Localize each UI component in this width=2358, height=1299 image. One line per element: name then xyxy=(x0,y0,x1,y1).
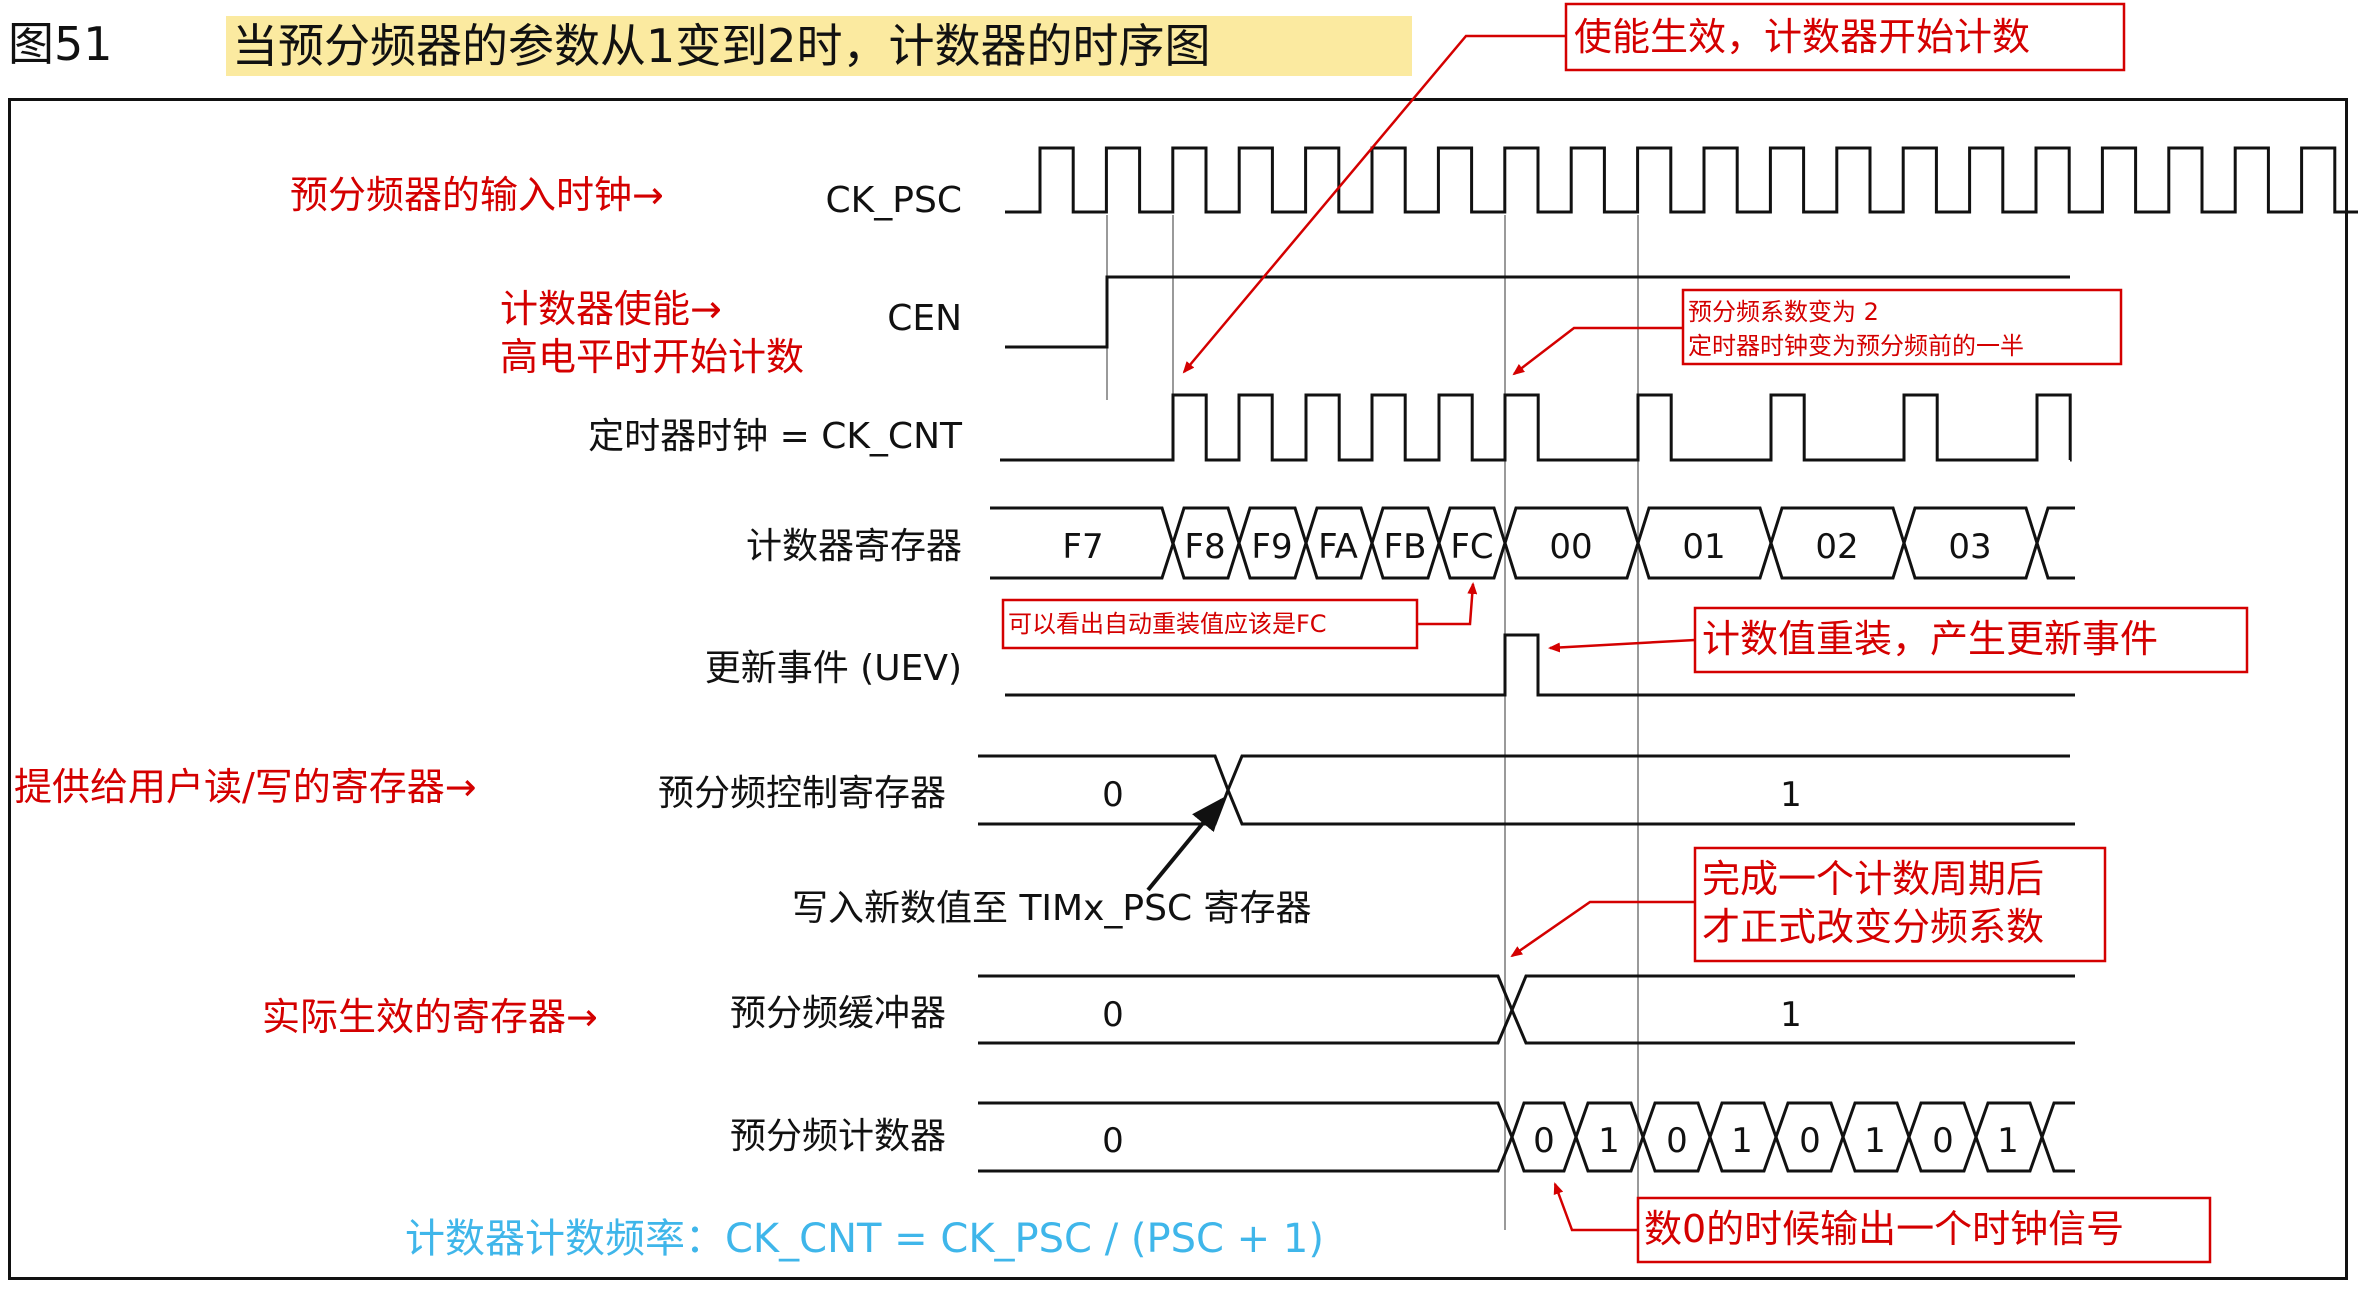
waveform-ck-psc xyxy=(1005,146,2358,214)
bus-counter-register xyxy=(1171,506,2075,580)
bus-psc-counter-start xyxy=(978,1101,1514,1173)
counter-value-01: 01 xyxy=(1682,527,1725,567)
psc-counter-value: 0 xyxy=(1533,1121,1555,1161)
diagram-frame xyxy=(8,98,2348,1280)
waveform-ck-cnt xyxy=(1000,393,2072,462)
bus-psc-control-1 xyxy=(1226,754,2075,826)
psc-control-value-0: 0 xyxy=(1102,775,1124,815)
title-highlight xyxy=(226,16,1412,76)
counter-value-00: 00 xyxy=(1549,527,1592,567)
arrow-enable-effect xyxy=(1182,34,1566,374)
arrow-psc-change xyxy=(1512,326,1683,376)
annot-actual-register: 实际生效的寄存器→ xyxy=(262,995,598,1039)
counter-value-f8: F8 xyxy=(1184,527,1225,567)
psc-counter-value: 1 xyxy=(1864,1121,1886,1161)
annot-box-reload-value xyxy=(1001,598,1419,650)
annot-box-period xyxy=(1693,846,2107,963)
counter-value-f7: F7 xyxy=(1062,527,1103,567)
annot-box-reload-event xyxy=(1693,606,2249,674)
annot-enable-effect: 使能生效，计数器开始计数 xyxy=(1574,15,2030,59)
figure-title: 当预分频器的参数从1变到2时，计数器的时序图 xyxy=(232,19,1211,73)
psc-counter-value: 1 xyxy=(1598,1121,1620,1161)
annot-box-zero-output xyxy=(1636,1196,2212,1264)
annot-psc-input-clock: 预分频器的输入时钟→ xyxy=(290,173,664,217)
label-ck-psc: CK_PSC xyxy=(826,180,962,221)
annot-zero-output: 数0的时候输出一个时钟信号 xyxy=(1644,1207,2124,1251)
annot-psc-change-line2: 定时器时钟变为预分频前的一半 xyxy=(1688,332,2024,360)
annot-reload-event: 计数值重装，产生更新事件 xyxy=(1702,617,2158,661)
arrow-zero-output xyxy=(1553,1182,1638,1232)
waveform-cen xyxy=(1005,275,2070,349)
psc-counter-value: 1 xyxy=(1997,1121,2019,1161)
label-psc-counter: 预分频计数器 xyxy=(730,1116,946,1157)
arrow-reload-value xyxy=(1417,582,1478,626)
label-uev: 更新事件 (UEV) xyxy=(705,648,962,689)
annot-reload-value: 可以看出自动重装值应该是FC xyxy=(1008,610,1327,638)
annot-cen-line1: 计数器使能→ xyxy=(500,287,722,331)
counter-value-f9: F9 xyxy=(1251,527,1292,567)
annot-write-new: 写入新数值至 TIMx_PSC 寄存器 xyxy=(792,888,1312,929)
arrow-period xyxy=(1510,900,1695,958)
annot-period-line2: 才正式改变分频系数 xyxy=(1702,905,2044,949)
annot-cen-line2: 高电平时开始计数 xyxy=(500,335,804,379)
psc-control-value-1: 1 xyxy=(1780,775,1802,815)
label-ck-cnt: 定时器时钟 = CK_CNT xyxy=(588,416,963,457)
label-psc-control-register: 预分频控制寄存器 xyxy=(658,773,946,814)
counter-value-fc: FC xyxy=(1450,527,1493,567)
counter-value-fb: FB xyxy=(1384,527,1427,567)
formula-text: 计数器计数频率：CK_CNT = CK_PSC / (PSC + 1) xyxy=(405,1216,1324,1262)
label-counter-register: 计数器寄存器 xyxy=(746,526,962,567)
waveform-uev xyxy=(1005,633,2075,697)
annot-psc-change-line1: 预分频系数变为 2 xyxy=(1688,298,1879,326)
arrow-reload-event xyxy=(1548,638,1696,653)
psc-counter-value: 1 xyxy=(1731,1121,1753,1161)
psc-buffer-value-0: 0 xyxy=(1102,995,1124,1035)
counter-value-03: 03 xyxy=(1948,527,1991,567)
counter-value-02: 02 xyxy=(1815,527,1858,567)
psc-counter-value: 0 xyxy=(1799,1121,1821,1161)
figure-label: 图51 xyxy=(8,17,113,71)
arrow-write-new xyxy=(1146,796,1225,892)
label-cen: CEN xyxy=(887,298,962,339)
psc-buffer-value-1: 1 xyxy=(1780,995,1802,1035)
psc-counter-value: 0 xyxy=(1932,1121,1954,1161)
annot-user-register: 提供给用户读/写的寄存器→ xyxy=(14,765,477,809)
bus-psc-buffer-1 xyxy=(1510,974,2075,1045)
counter-value-fa: FA xyxy=(1318,527,1358,567)
bus-segment xyxy=(2035,506,2075,580)
psc-counter-value: 0 xyxy=(1102,1121,1124,1161)
label-psc-buffer: 预分频缓冲器 xyxy=(730,993,946,1034)
bus-psc-counter xyxy=(1510,1101,2075,1173)
bus-psc-buffer-0 xyxy=(978,974,1514,1045)
psc-counter-value: 0 xyxy=(1666,1121,1688,1161)
annot-period-line1: 完成一个计数周期后 xyxy=(1702,857,2044,901)
bus-segment xyxy=(2040,1101,2075,1173)
